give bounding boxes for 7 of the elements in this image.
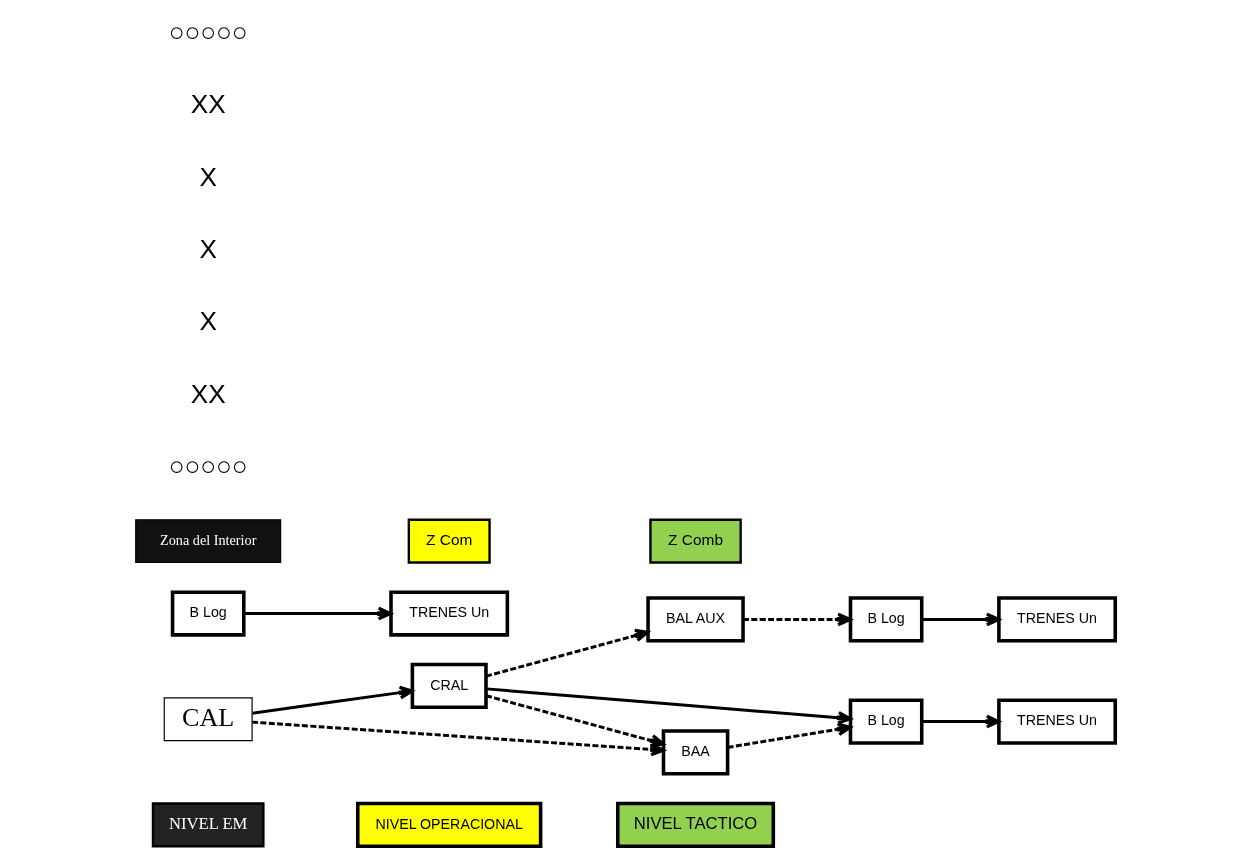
label: XX bbox=[190, 89, 226, 120]
label: ○○○○○ bbox=[168, 451, 248, 482]
label: XX bbox=[190, 378, 226, 409]
label: X bbox=[198, 234, 217, 265]
label: X bbox=[198, 306, 217, 337]
label: X bbox=[198, 161, 217, 192]
label: ○○○○○ bbox=[168, 16, 248, 47]
